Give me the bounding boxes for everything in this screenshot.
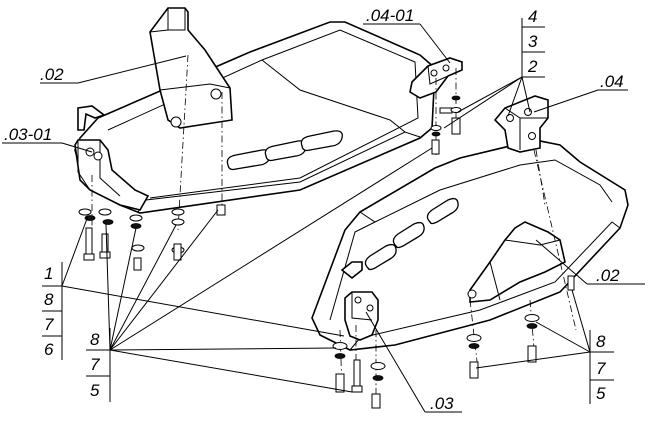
- left-tab: [77, 105, 106, 131]
- callout-lower-5: 5: [90, 381, 100, 400]
- callout-left-1: 1: [44, 264, 54, 283]
- callout-right-5: 5: [596, 384, 606, 403]
- left-upright-bracket: [149, 7, 233, 129]
- leader-lines: [2, 18, 645, 413]
- callout-lower-8: 8: [90, 330, 100, 349]
- left-side-bracket: [74, 139, 150, 211]
- callout-plate-left: .02: [40, 65, 64, 84]
- callout-bracket-right: .04: [600, 72, 624, 91]
- callout-right-7: 7: [596, 359, 606, 378]
- left-plate-slots: [226, 130, 343, 171]
- right-upright-bracket: [467, 221, 566, 303]
- callout-bracket-top: .04-01: [366, 6, 415, 25]
- callout-plate-right: .02: [596, 266, 620, 285]
- callout-bracket-bottom: .03: [430, 394, 454, 413]
- callout-num-2: 2: [528, 57, 538, 76]
- callout-num-4: 4: [528, 7, 538, 26]
- callout-left-7: 7: [44, 315, 54, 334]
- callout-lower-7: 7: [90, 355, 100, 374]
- callout-num-3: 3: [528, 32, 538, 51]
- callout-bracket-left: .03-01: [4, 125, 53, 144]
- callout-left-6: 6: [44, 340, 54, 359]
- right-plate-slots: [364, 197, 459, 271]
- callout-left-8: 8: [44, 290, 54, 309]
- fasteners: [78, 95, 575, 409]
- right-side-bracket: [493, 95, 549, 153]
- callout-right-8: 8: [596, 332, 606, 351]
- bottom-bracket: [340, 261, 379, 341]
- right-skid-plate: [311, 139, 629, 351]
